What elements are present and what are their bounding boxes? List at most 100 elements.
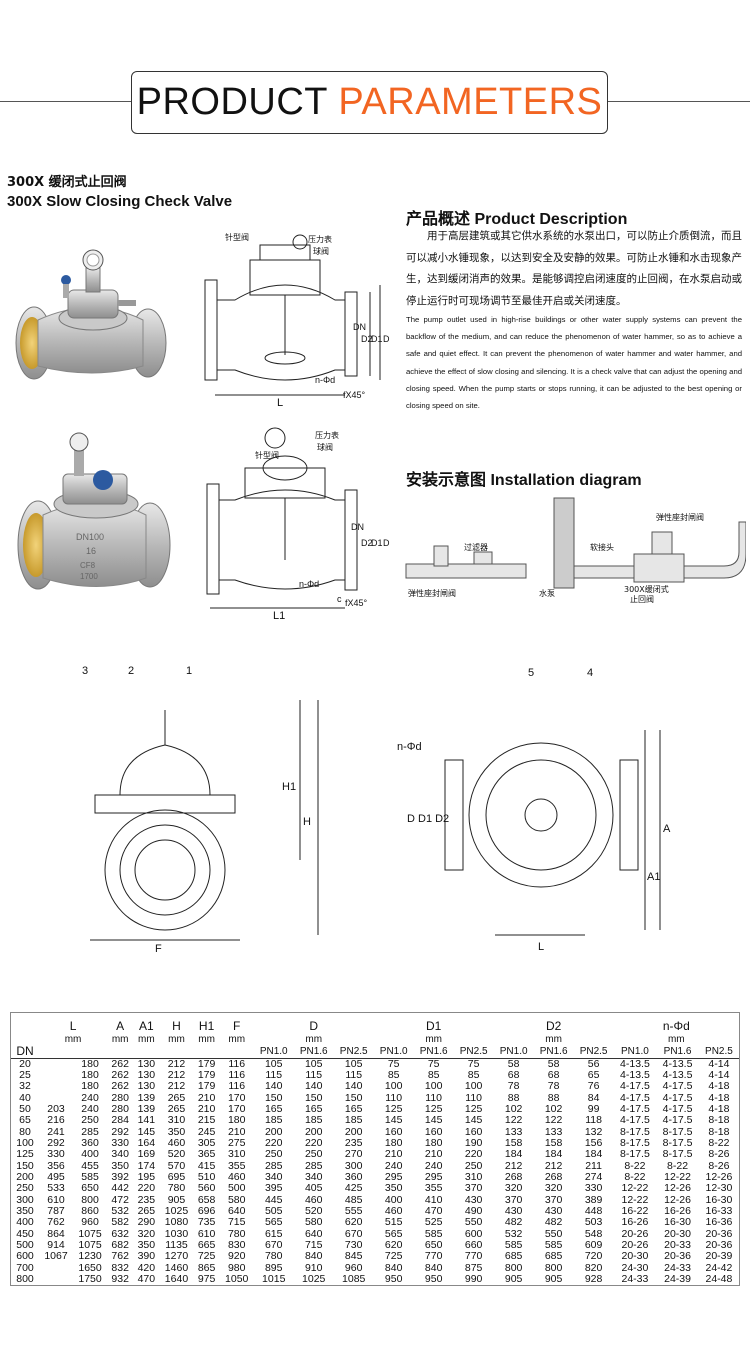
unit-L: mm	[64, 1033, 82, 1045]
table-cell	[39, 1070, 73, 1081]
label-ball-valve: 球阀	[313, 246, 329, 256]
table-cell: 4-17.5	[662, 1080, 693, 1093]
table-cell: 4-17.5	[620, 1114, 650, 1127]
pn-label: PN2.5	[705, 1045, 733, 1057]
table-cell: 100	[424, 1080, 443, 1093]
table-cell: 8-18	[708, 1114, 730, 1127]
table-cell: 660	[464, 1239, 483, 1251]
table-cell: 8-17.5	[662, 1148, 693, 1161]
unit-F: mm	[228, 1033, 246, 1045]
table-cell: 274	[584, 1170, 603, 1183]
table-cell: 58	[493, 1057, 534, 1070]
table-cell: 185	[264, 1114, 283, 1127]
table-cell: 685	[544, 1250, 563, 1263]
table-cell: 295	[424, 1170, 443, 1183]
table-cell	[39, 1274, 73, 1285]
pn-label: PN2.5	[459, 1045, 488, 1057]
casting-mark-material: CF8	[80, 561, 96, 570]
table-cell: 180	[73, 1057, 108, 1070]
table-cell: 8-18	[708, 1125, 730, 1138]
table-cell: 174	[137, 1159, 156, 1172]
table-cell: 670	[344, 1227, 363, 1240]
table-cell: 725	[384, 1250, 403, 1263]
table-cell: 533	[47, 1182, 65, 1195]
table-cell: 4-14	[708, 1068, 730, 1081]
callout-3: 3	[82, 665, 88, 677]
table-cell: 262	[111, 1068, 129, 1081]
table-cell: 215	[197, 1114, 216, 1127]
table-cell: 160	[424, 1125, 443, 1138]
table-cell: 179	[197, 1080, 216, 1093]
table-cell: 8-17.5	[620, 1148, 650, 1161]
table-cell: 169	[137, 1148, 156, 1161]
table-cell: 285	[264, 1159, 283, 1172]
installation-diagram: 过滤器 弹性座封闸阀 水泵 软接头 300X缓闭式 止回阀 弹性座封闸阀	[405, 497, 746, 604]
table-cell: 1080	[164, 1216, 189, 1229]
product-name-cn: 300X 缓闭式止回阀	[7, 175, 127, 190]
table-cell: 8-22	[624, 1170, 646, 1183]
dim-D: D	[383, 334, 390, 344]
table-cell: 150	[264, 1091, 283, 1104]
table-cell: 210	[384, 1148, 403, 1161]
table-cell: 1025	[164, 1204, 189, 1217]
table-cell: 350	[137, 1239, 156, 1251]
table-cell: 150	[16, 1159, 34, 1172]
table-cell: 78	[547, 1080, 560, 1093]
table-cell: 160	[384, 1125, 403, 1138]
table-cell: 185	[344, 1114, 363, 1127]
table-cell: 145	[137, 1125, 156, 1138]
table-cell: 360	[81, 1136, 99, 1149]
table-cell: 500	[16, 1239, 34, 1251]
table-cell: 156	[584, 1136, 603, 1149]
dim-chamfer-2: fX45°	[345, 598, 368, 608]
table-cell: 787	[47, 1204, 65, 1217]
table-cell: 12-22	[664, 1170, 691, 1183]
table-cell: 212	[544, 1159, 563, 1172]
casting-mark-number: 1700	[80, 572, 98, 581]
table-cell: 425	[344, 1182, 363, 1195]
table-cell: 164	[137, 1136, 156, 1149]
table-cell: 1030	[164, 1227, 189, 1240]
table-cell: 76	[587, 1080, 600, 1093]
table-cell: 500	[227, 1182, 246, 1195]
pn-label: PN1.6	[299, 1045, 328, 1057]
table-cell: 405	[304, 1182, 323, 1195]
label-gate-valve-2: 弹性座封闸阀	[656, 512, 704, 522]
pn-label: PN2.5	[339, 1045, 368, 1057]
table-cell: 1750	[78, 1273, 102, 1286]
label-pressure-gauge: 压力表	[308, 234, 332, 244]
pn-label: PN1.6	[539, 1045, 568, 1057]
callout-5: 5	[528, 667, 534, 679]
table-cell: 370	[464, 1182, 483, 1195]
table-cell: 615	[264, 1227, 283, 1240]
table-cell: 620	[344, 1216, 363, 1229]
table-cell: 950	[424, 1273, 443, 1286]
table-cell: 470	[137, 1273, 156, 1286]
table-cell: 780	[167, 1182, 186, 1195]
table-cell	[39, 1057, 74, 1070]
table-cell	[39, 1263, 73, 1274]
table-cell: 292	[47, 1136, 65, 1149]
assembly-side-view: 5 4 n-Φd D D1 D2 A A1 L	[397, 667, 671, 953]
table-cell: 203	[47, 1102, 65, 1115]
table-cell: 40	[19, 1091, 31, 1104]
table-cell: 211	[585, 1159, 602, 1172]
dim-DN: DN	[353, 322, 366, 332]
dim-F: F	[155, 943, 162, 955]
table-cell: 165	[264, 1102, 283, 1115]
table-cell: 720	[584, 1250, 603, 1263]
table-cell: 125	[464, 1102, 483, 1115]
table-cell: 200	[304, 1125, 323, 1138]
table-cell: 139	[137, 1091, 156, 1104]
table-cell: 118	[585, 1114, 602, 1127]
table-cell: 4-13.5	[662, 1068, 693, 1081]
table-cell: 330	[47, 1148, 65, 1161]
table-cell: 485	[344, 1193, 363, 1206]
table-cell: 1650	[78, 1261, 102, 1274]
table-cell: 24-39	[664, 1273, 691, 1286]
dim-c: c	[337, 594, 342, 604]
